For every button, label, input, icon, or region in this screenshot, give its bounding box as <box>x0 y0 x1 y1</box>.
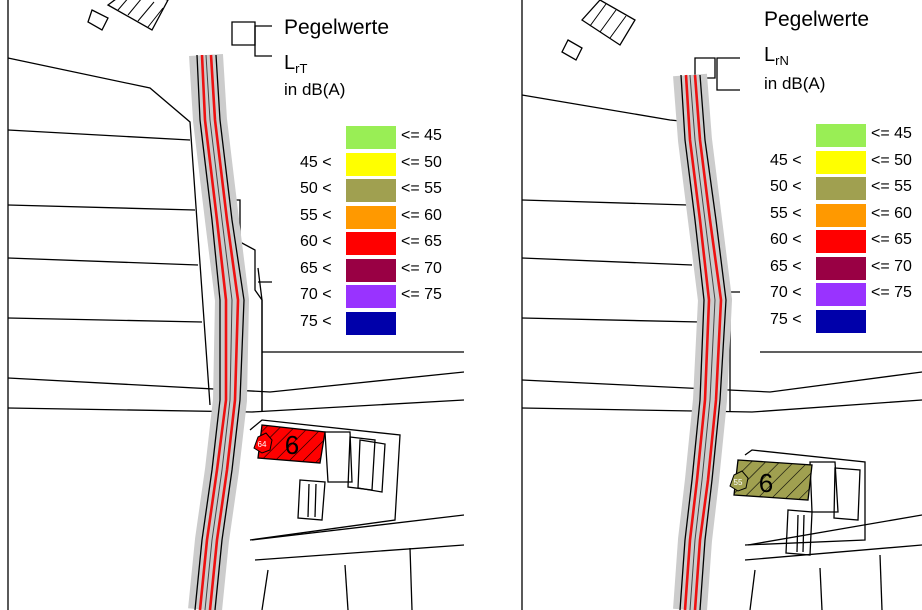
legend-high-bound: <= 60 <box>401 206 442 224</box>
legend-high-bound: <= 70 <box>871 257 912 275</box>
legend-row: 70 < <= 75 <box>770 283 922 306</box>
legend-title: Pegelwerte <box>284 16 390 39</box>
panel-divider <box>464 0 520 610</box>
legend-day: Pegelwerte LrT in dB(A) <= 45 45 < <= 50 50… <box>272 8 464 348</box>
legend-swatch <box>346 232 396 255</box>
legend-high-bound: <= 60 <box>871 204 912 222</box>
legend-low-bound: 60 < <box>770 231 802 248</box>
legend-swatch <box>346 311 396 335</box>
legend-title: Pegelwerte <box>764 8 870 31</box>
legend-low-bound: 75 < <box>770 310 802 328</box>
legend-row: 45 < <= 50 <box>770 150 922 174</box>
legend-low-bound: 50 < <box>300 180 332 197</box>
legend-low-bound: 65 < <box>300 259 332 277</box>
legend-low-bound: 70 < <box>770 284 802 301</box>
legend-low-bound: 75 < <box>300 312 332 330</box>
legend-row: 55 < <= 60 <box>300 205 464 229</box>
legend-swatch <box>816 283 866 306</box>
legend-low-bound: 70 < <box>300 286 332 303</box>
legend-row: 75 < <box>770 309 922 333</box>
map-panel-day: 64 6 Pegelwerte LrT in dB(A) <= 45 45 < <=… <box>7 0 464 610</box>
legend-high-bound: <= 55 <box>871 178 912 195</box>
legend-high-bound: <= 45 <box>401 127 442 144</box>
site-plan-night: 55 6 <box>521 0 922 610</box>
legend-row: 70 < <= 75 <box>300 285 464 308</box>
building-label-night: 6 <box>759 468 773 498</box>
legend-metric: LrT <box>284 52 308 76</box>
legend-swatch <box>816 256 866 280</box>
legend-unit: in dB(A) <box>764 74 826 93</box>
legend-row: 55 < <= 60 <box>770 203 922 227</box>
legend-row: 75 < <box>300 311 464 335</box>
legend-row: <= 45 <box>346 126 464 149</box>
legend-swatch <box>816 124 866 147</box>
legend-low-bound: 55 < <box>770 204 802 222</box>
legend-unit: in dB(A) <box>284 80 346 99</box>
legend-row: 65 < <= 70 <box>300 258 464 282</box>
receiver-value-day: 64 <box>258 440 267 449</box>
legend-high-bound: <= 70 <box>401 259 442 277</box>
legend-metric: LrN <box>764 44 789 68</box>
legend-swatch <box>816 177 866 200</box>
legend-high-bound: <= 75 <box>401 286 442 303</box>
map-panel-night: 55 6 Pegelwerte LrN in dB(A) <= 45 45 < <=… <box>520 0 922 610</box>
legend-row: <= 45 <box>816 124 922 147</box>
legend-high-bound: <= 65 <box>871 231 912 248</box>
receiver-value-night: 55 <box>734 478 743 487</box>
legend-swatch <box>816 309 866 333</box>
legend-high-bound: <= 65 <box>401 233 442 250</box>
legend-low-bound: 45 < <box>770 151 802 169</box>
receiver-marker-night <box>729 470 749 492</box>
legend-night: Pegelwerte LrN in dB(A) <= 45 45 < <= 50 50… <box>740 0 922 340</box>
legend-low-bound: 60 < <box>300 233 332 250</box>
legend-row: 45 < <= 50 <box>300 152 464 176</box>
legend-swatch <box>346 205 396 229</box>
legend-swatch <box>816 150 866 174</box>
legend-swatch <box>346 152 396 176</box>
legend-high-bound: <= 55 <box>401 180 442 197</box>
legend-row: 50 < <= 55 <box>300 179 464 202</box>
receiver-marker-day <box>253 432 273 454</box>
legend-swatch <box>346 258 396 282</box>
legend-swatch <box>346 285 396 308</box>
building-label-day: 6 <box>285 430 299 460</box>
legend-low-bound: 65 < <box>770 257 802 275</box>
legend-low-bound: 55 < <box>300 206 332 224</box>
legend-high-bound: <= 45 <box>871 125 912 142</box>
site-plan-day: 64 6 <box>7 0 464 610</box>
legend-low-bound: 50 < <box>770 178 802 195</box>
legend-swatch <box>816 230 866 253</box>
legend-high-bound: <= 50 <box>401 153 442 171</box>
legend-swatch <box>346 126 396 149</box>
legend-high-bound: <= 75 <box>871 284 912 301</box>
legend-swatch <box>816 203 866 227</box>
legend-row: 65 < <= 70 <box>770 256 922 280</box>
legend-low-bound: 45 < <box>300 153 332 171</box>
legend-row: 60 < <= 65 <box>770 230 922 253</box>
legend-row: 60 < <= 65 <box>300 232 464 255</box>
legend-swatch <box>346 179 396 202</box>
legend-high-bound: <= 50 <box>871 151 912 169</box>
legend-row: 50 < <= 55 <box>770 177 922 200</box>
